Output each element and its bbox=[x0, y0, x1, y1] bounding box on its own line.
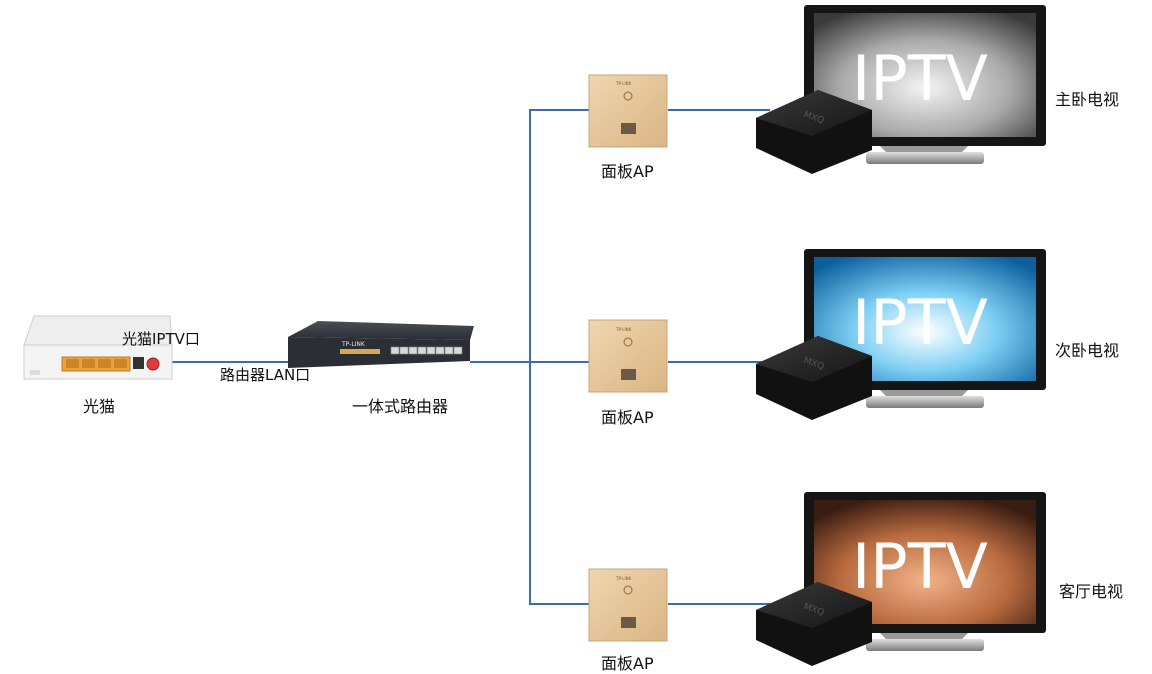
set-top-box-1-icon: MXQ bbox=[756, 90, 872, 174]
ap-3-label: 面板AP bbox=[601, 654, 654, 673]
tv-screen-text: IPTV bbox=[852, 42, 988, 115]
panel-ap-1-icon: TP-LINK bbox=[588, 74, 668, 148]
ap-2-label: 面板AP bbox=[601, 408, 654, 427]
panel-ap-3-icon: TP-LINK bbox=[588, 568, 668, 642]
tv-1-label: 主卧电视 bbox=[1055, 90, 1120, 109]
ap-1-label: 面板AP bbox=[601, 162, 654, 181]
set-top-box-2-icon: MXQ bbox=[756, 336, 872, 420]
router-port-label: 路由器LAN口 bbox=[220, 366, 311, 384]
tv-2-label: 次卧电视 bbox=[1055, 341, 1120, 360]
ap-brand: TP-LINK bbox=[615, 81, 632, 86]
set-top-box-3-icon: MXQ bbox=[756, 582, 872, 666]
ap-bus-link bbox=[529, 109, 592, 605]
modem-label: 光猫 bbox=[83, 397, 116, 416]
panel-ap-2-icon: TP-LINK bbox=[588, 319, 668, 393]
router-icon: TP-LINK bbox=[288, 321, 474, 368]
modem-port-label: 光猫IPTV口 bbox=[122, 330, 200, 348]
ap-brand: TP-LINK bbox=[615, 327, 632, 332]
tv-screen-text: IPTV bbox=[852, 286, 988, 359]
router-label: 一体式路由器 bbox=[352, 397, 449, 416]
tv-3-label: 客厅电视 bbox=[1059, 582, 1124, 601]
tv-screen-text: IPTV bbox=[852, 530, 988, 603]
router-brand: TP-LINK bbox=[341, 341, 366, 348]
optical-modem-icon bbox=[23, 315, 173, 380]
ap-brand: TP-LINK bbox=[615, 576, 632, 581]
connection-lines bbox=[170, 109, 770, 605]
